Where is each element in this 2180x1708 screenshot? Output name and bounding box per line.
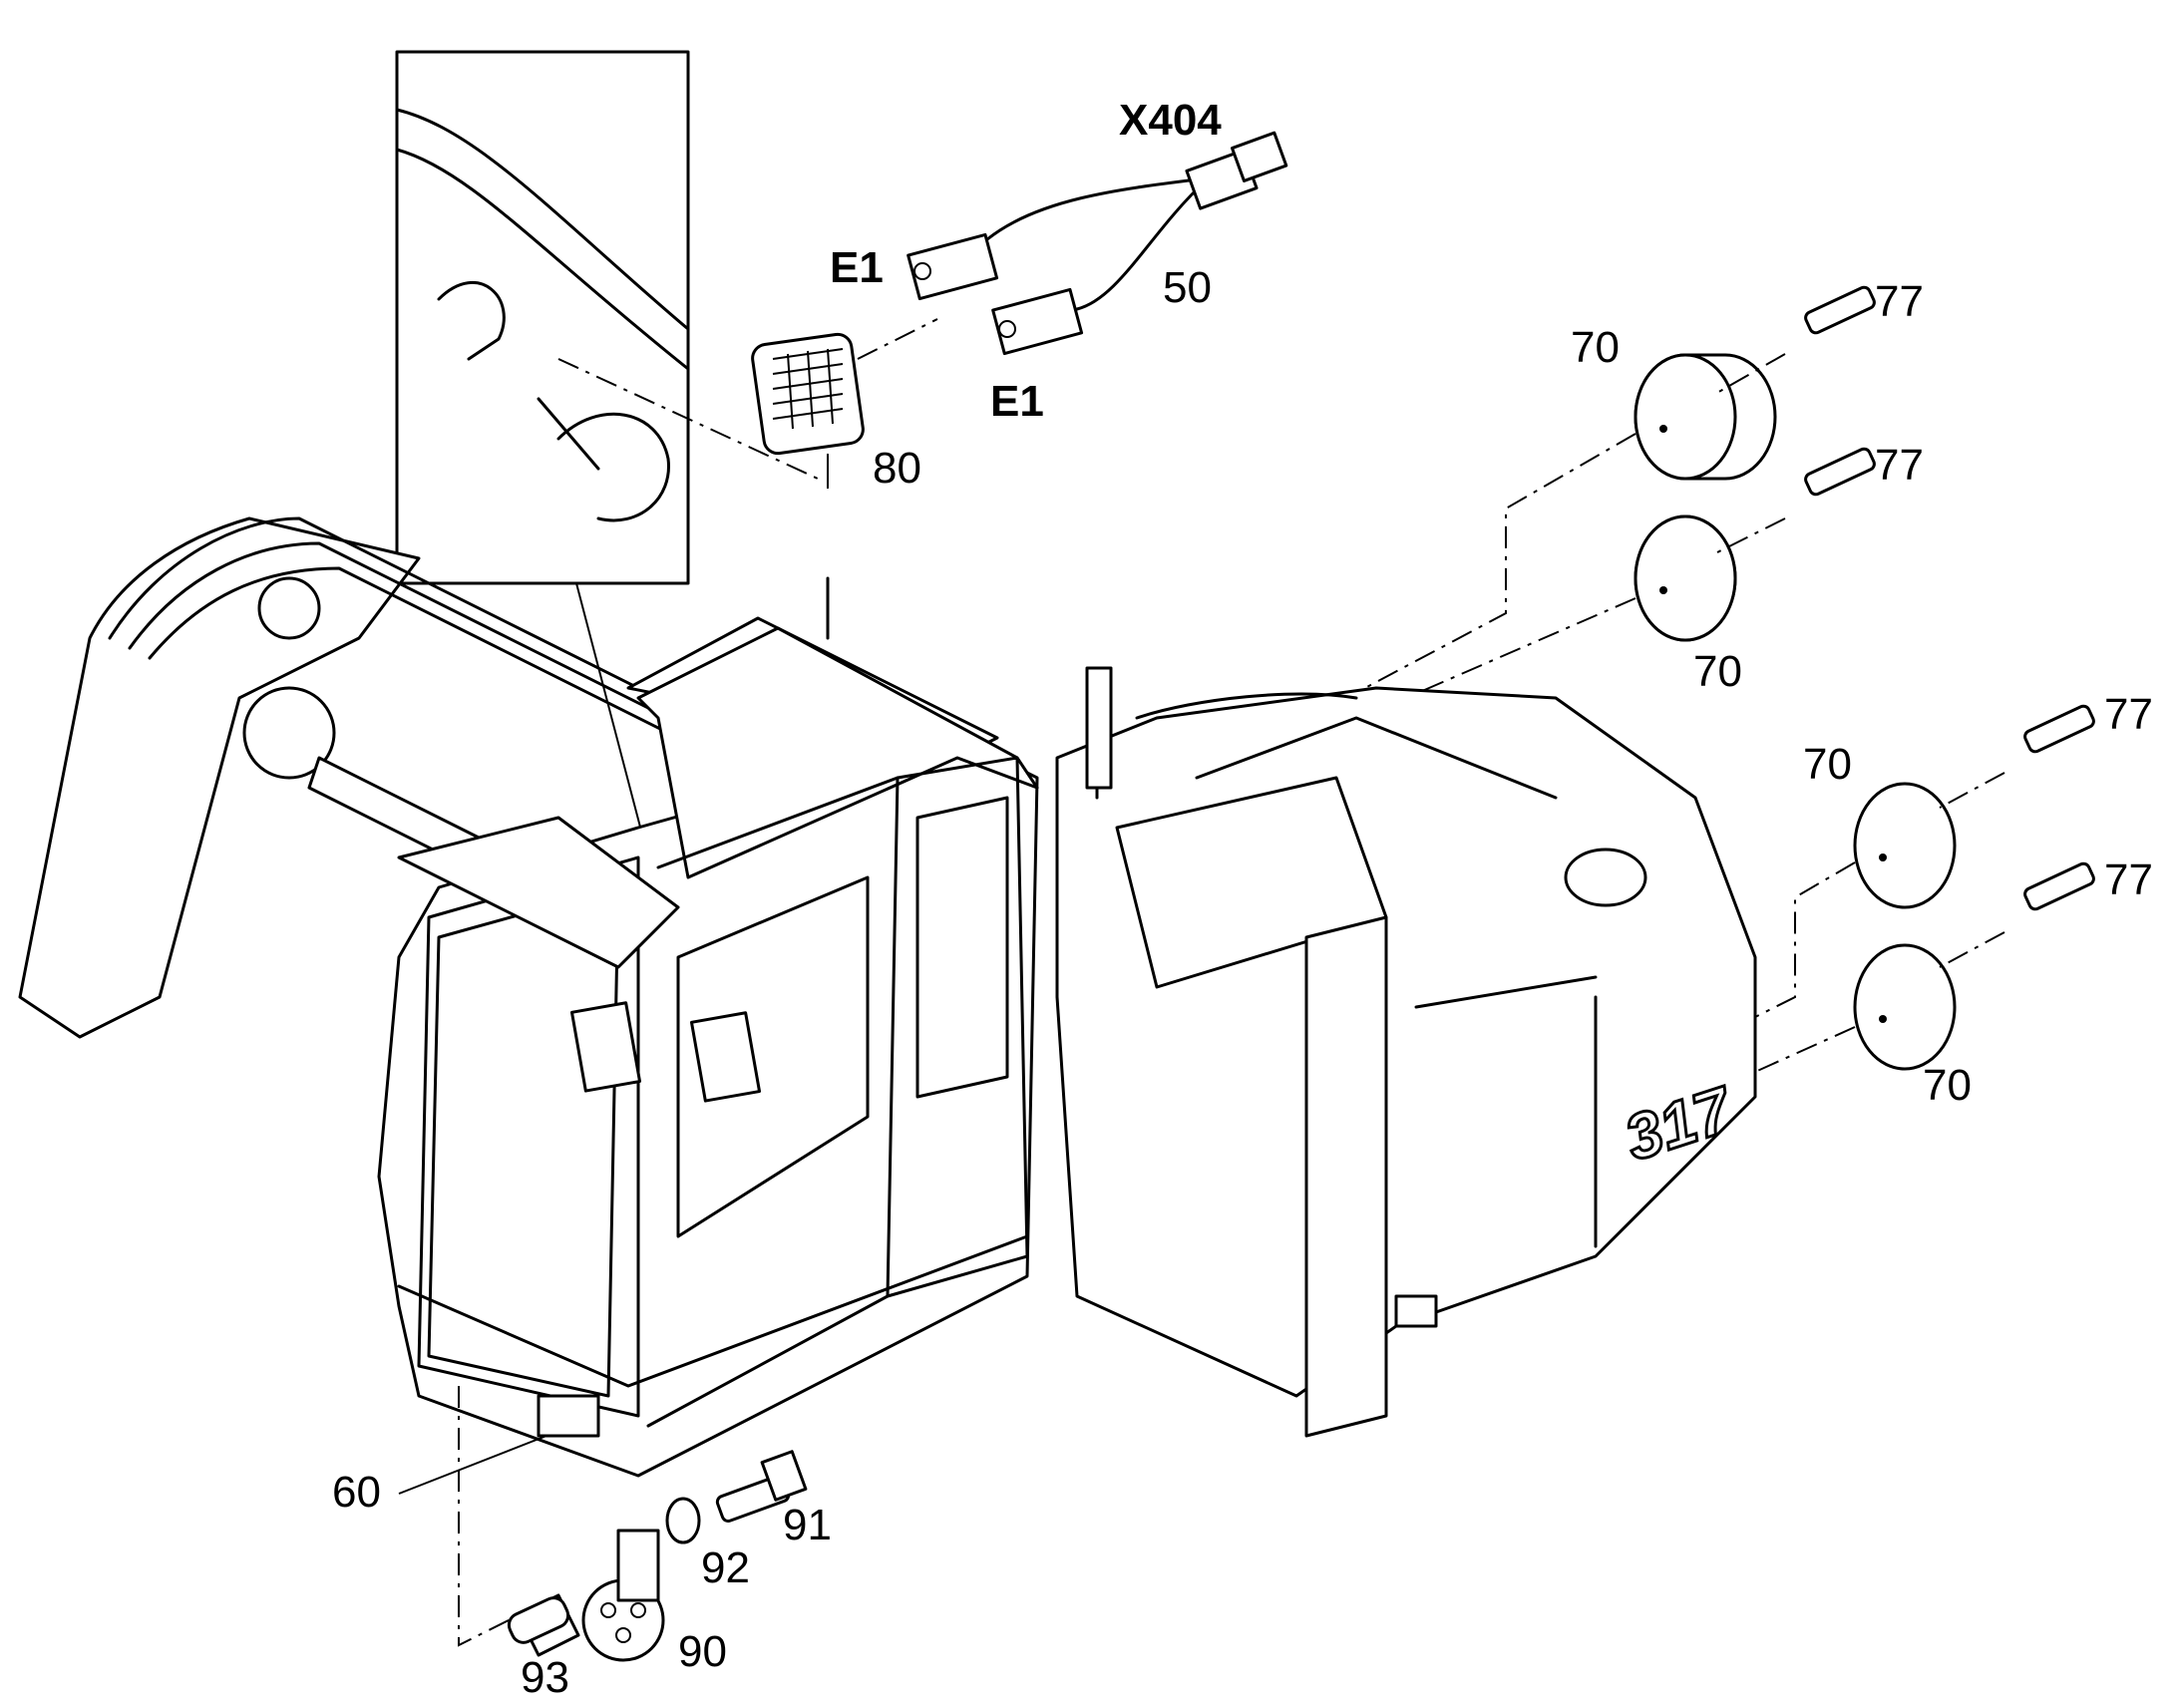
label-77-a: 77 xyxy=(1875,277,1924,326)
label-77-c: 77 xyxy=(2104,690,2153,739)
label-e1-bottom: E1 xyxy=(990,377,1044,426)
label-70-b: 70 xyxy=(1693,647,1742,696)
beacon-70-d xyxy=(1853,943,1957,1071)
label-50: 50 xyxy=(1163,263,1212,312)
beacon-70-c xyxy=(1853,782,1957,909)
beacon-set xyxy=(1345,285,2095,1073)
label-70-c: 70 xyxy=(1803,740,1852,789)
work-light-80 xyxy=(751,318,938,489)
upper-structure: 317 xyxy=(1055,666,1757,1438)
label-x404: X404 xyxy=(1119,96,1222,145)
boom-arm xyxy=(18,516,740,1039)
label-90: 90 xyxy=(678,1627,727,1676)
detail-inset xyxy=(395,50,819,858)
label-77-d: 77 xyxy=(2104,855,2153,904)
label-60: 60 xyxy=(332,1468,381,1517)
label-77-b: 77 xyxy=(1875,441,1924,490)
mounting-hardware xyxy=(398,1386,808,1662)
label-70-a: 70 xyxy=(1571,323,1620,372)
operator-cab xyxy=(377,576,1039,1478)
beacon-70-b xyxy=(1634,514,1737,642)
label-91: 91 xyxy=(783,1501,832,1549)
label-80: 80 xyxy=(873,444,921,493)
beacon-70-a xyxy=(1634,353,1777,481)
wiring-harness-50 xyxy=(907,131,1288,356)
label-70-d: 70 xyxy=(1923,1061,1972,1110)
label-92: 92 xyxy=(701,1543,750,1592)
label-e1-top: E1 xyxy=(830,243,884,292)
label-93: 93 xyxy=(521,1653,569,1702)
